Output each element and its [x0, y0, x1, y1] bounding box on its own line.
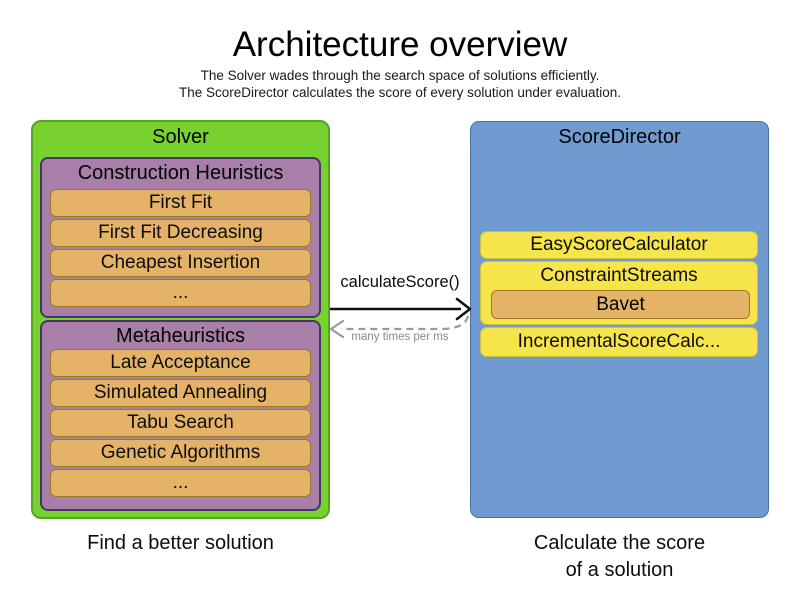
solid-right-arrow: [330, 297, 472, 321]
constraint-streams-label: ConstraintStreams: [540, 265, 698, 286]
subtitle-line-1: The Solver wades through the search spac…: [200, 68, 600, 83]
algorithm-simulated-annealing: Simulated Annealing: [50, 379, 311, 407]
incremental-score-calculator-box: IncrementalScoreCalc...: [480, 327, 758, 357]
algorithm-first-fit-decreasing: First Fit Decreasing: [50, 219, 311, 247]
score-director-caption-line-1: Calculate the score: [533, 532, 706, 554]
solver-caption: Find a better solution: [87, 532, 274, 554]
metaheuristics-title: Metaheuristics: [116, 325, 245, 347]
algorithm-cheapest-insertion: Cheapest Insertion: [50, 249, 311, 277]
score-director-caption-line-2: of a solution: [565, 559, 674, 581]
solver-title: Solver: [152, 126, 209, 148]
score-director-title: ScoreDirector: [558, 126, 681, 148]
calculate-score-arrows: [329, 297, 472, 339]
subtitle-line-2: The ScoreDirector calculates the score o…: [179, 85, 621, 100]
score-director-caption: Calculate the score of a solution: [470, 530, 769, 584]
algorithm-mh-ellipsis: ...: [50, 469, 311, 497]
page-title: Architecture overview: [232, 25, 568, 64]
frequency-label: many times per ms: [351, 331, 449, 343]
calculate-score-label: calculateScore(): [340, 273, 460, 291]
bavet-box: Bavet: [491, 290, 750, 319]
construction-heuristics-title: Construction Heuristics: [77, 162, 284, 184]
algorithm-tabu-search: Tabu Search: [50, 409, 311, 437]
algorithm-genetic-algorithms: Genetic Algorithms: [50, 439, 311, 467]
dashed-return-arrow: [329, 315, 470, 339]
algorithm-ch-ellipsis: ...: [50, 279, 311, 307]
algorithm-first-fit: First Fit: [50, 189, 311, 217]
algorithm-late-acceptance: Late Acceptance: [50, 349, 311, 377]
easy-score-calculator-box: EasyScoreCalculator: [480, 231, 758, 259]
